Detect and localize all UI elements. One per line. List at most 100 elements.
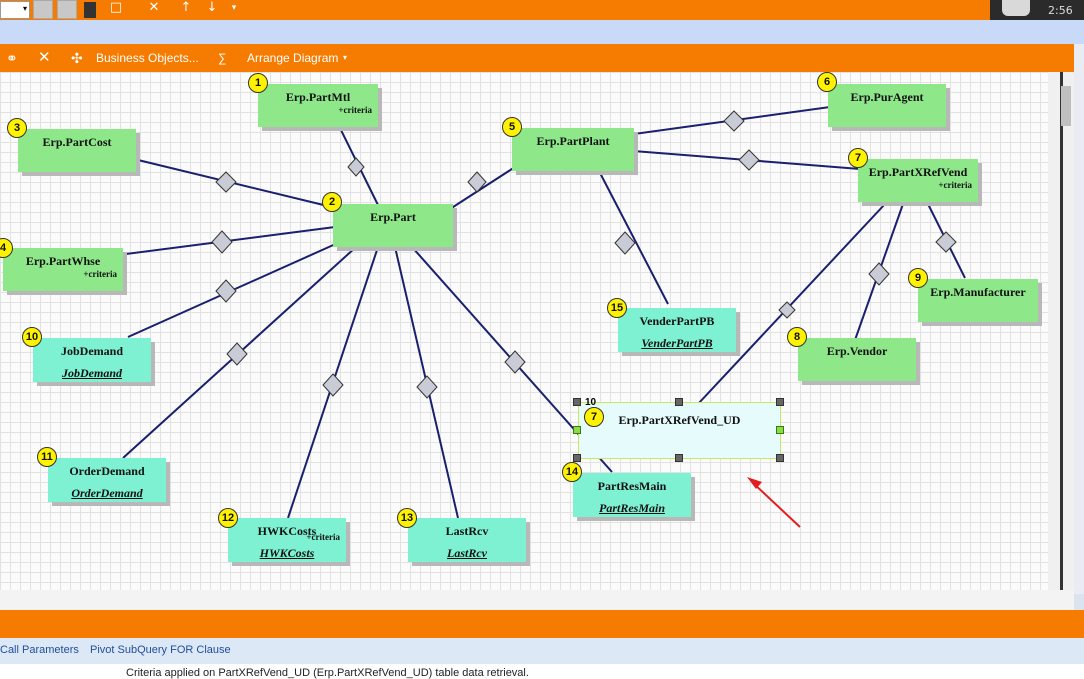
resize-handle[interactable] (776, 398, 784, 406)
resize-handle[interactable] (776, 426, 784, 434)
node-subquery-link[interactable]: JobDemand (62, 366, 122, 380)
node-title: LastRcv (445, 524, 489, 538)
link-diamond-icon (738, 149, 760, 171)
remove-icon[interactable]: ✕ (38, 49, 51, 66)
resize-handle[interactable] (573, 398, 581, 406)
node-subquery-link[interactable]: VenderPartPB (641, 336, 713, 350)
link-diamond-icon (215, 171, 237, 193)
window-icon (1002, 0, 1030, 16)
node-title: Erp.PartPlant (536, 134, 610, 148)
table-node-vendor[interactable]: Erp.Vendor (798, 338, 916, 381)
node-number-badge: 1 (248, 73, 268, 93)
node-title: Erp.PartXRefVend_UD (618, 413, 741, 427)
node-number-badge: 8 (787, 327, 807, 347)
subquery-node-partresmain[interactable]: PartResMain PartResMain (573, 473, 691, 517)
node-criteria: +criteria (338, 105, 372, 115)
scrollbar-thumb[interactable] (1061, 86, 1071, 126)
subquery-node-orderdemand[interactable]: OrderDemand OrderDemand (48, 458, 166, 502)
node-number-badge: 7 (848, 148, 868, 168)
link-diamond-icon (504, 350, 526, 374)
subquery-node-lastrcv[interactable]: LastRcv LastRcv (408, 518, 526, 562)
table-node-partplant[interactable]: Erp.PartPlant (512, 128, 634, 171)
diagram-canvas[interactable]: Erp.PartMtl +criteria 1 Erp.Part 2 Erp.P… (0, 72, 1048, 590)
link-diamond-icon (467, 171, 487, 193)
link-diamond-icon (935, 231, 957, 253)
table-node-part[interactable]: Erp.Part (333, 204, 453, 247)
clock-time: 2:56 (1048, 4, 1073, 17)
node-criteria: +criteria (306, 532, 340, 542)
status-bar: Criteria applied on PartXRefVend_UD (Erp… (0, 664, 1084, 679)
node-subquery-link[interactable]: LastRcv (447, 546, 487, 560)
bottom-tabs: Call Parameters Pivot SubQuery FOR Claus… (0, 638, 1084, 664)
toolbar-combo[interactable]: ▾ (0, 1, 30, 19)
subquery-node-venderpartpb[interactable]: VenderPartPB VenderPartPB (618, 308, 736, 352)
node-title: OrderDemand (69, 464, 145, 478)
node-number-badge: 9 (908, 268, 928, 288)
node-number-badge: 15 (607, 298, 627, 318)
table-node-partmtl[interactable]: Erp.PartMtl +criteria (258, 84, 378, 127)
link-diamond-icon (614, 231, 636, 255)
play-icon[interactable] (33, 0, 53, 19)
link-line (449, 166, 516, 210)
top-toolbar: ▾ □ ✕ ↑ ↓ ▾ (0, 0, 1084, 20)
node-number-badge: 7 (584, 407, 604, 427)
node-subquery-link[interactable]: HWKCosts (259, 546, 315, 560)
node-criteria: +criteria (938, 180, 972, 190)
resize-handle[interactable] (675, 398, 683, 406)
node-title: Erp.PartMtl (285, 90, 351, 104)
table-node-partxrefvend-ud[interactable]: Erp.PartXRefVend_UD (578, 402, 781, 459)
node-title: HWKCosts (257, 524, 317, 538)
node-subquery-link[interactable]: PartResMain (598, 501, 665, 515)
arrange-diagram-button[interactable]: Arrange Diagram (247, 51, 339, 65)
node-number-overlap: 10 (585, 397, 597, 408)
resize-handle[interactable] (675, 454, 683, 462)
subquery-node-jobdemand[interactable]: JobDemand JobDemand (33, 338, 151, 382)
table-node-partcost[interactable]: Erp.PartCost (18, 129, 136, 172)
node-number-badge: 14 (562, 462, 582, 482)
chevron-down-icon: ▾ (22, 4, 27, 13)
node-title: PartResMain (597, 479, 667, 493)
node-title: Erp.Manufacturer (930, 285, 1026, 299)
link-diamond-icon (347, 157, 365, 177)
scrollbar-track (1060, 72, 1063, 590)
tab-call-parameters[interactable]: Call Parameters (0, 644, 79, 656)
link-line (137, 159, 341, 210)
move-up-icon[interactable]: ↑ (180, 0, 192, 15)
subquery-node-hwkcosts[interactable]: HWKCosts +criteria HWKCosts (228, 518, 346, 562)
table-node-manufacturer[interactable]: Erp.Manufacturer (918, 279, 1038, 322)
link-diamond-icon (215, 279, 237, 303)
resize-handle[interactable] (573, 426, 581, 434)
node-number-badge: 6 (817, 72, 837, 92)
dropdown-icon[interactable] (84, 2, 96, 18)
delete-icon[interactable]: ✕ (148, 0, 160, 15)
node-number-badge: 2 (322, 192, 342, 212)
link-line (697, 203, 886, 405)
table-node-partxrefvend[interactable]: Erp.PartXRefVend +criteria (858, 159, 978, 202)
node-number-badge: 10 (22, 327, 42, 347)
node-title: JobDemand (60, 344, 123, 358)
business-objects-button[interactable]: Business Objects... (96, 51, 199, 65)
node-number-badge: 5 (502, 117, 522, 137)
vertical-scrollbar[interactable] (1048, 72, 1074, 590)
node-subquery-link[interactable]: OrderDemand (71, 486, 143, 500)
sigma-button[interactable]: ∑ (218, 51, 227, 65)
arrange-dropdown-icon[interactable]: ▾ (343, 53, 348, 62)
link-diamond-icon (416, 375, 438, 399)
link-diamond-icon (211, 230, 233, 254)
red-arrow-line (751, 481, 801, 528)
more-icon[interactable]: ▾ (231, 3, 237, 13)
move-down-icon[interactable]: ↓ (206, 0, 218, 15)
new-document-icon[interactable]: □ (109, 0, 123, 15)
link-diamond-icon (868, 262, 890, 286)
resize-handle[interactable] (776, 454, 784, 462)
node-number-badge: 13 (397, 508, 417, 528)
resize-handle[interactable] (573, 454, 581, 462)
node-number-badge: 3 (7, 118, 27, 138)
horizontal-scrollbar[interactable] (0, 590, 1074, 610)
table-node-partwhse[interactable]: Erp.PartWhse +criteria (3, 248, 123, 291)
link-icon[interactable]: ⚭ (6, 50, 18, 66)
last-icon[interactable] (57, 0, 77, 19)
table-node-puragent[interactable]: Erp.PurAgent (828, 84, 946, 127)
tab-pivot-subquery[interactable]: Pivot SubQuery FOR Clause (90, 644, 231, 656)
right-edge-panel (1074, 44, 1084, 594)
